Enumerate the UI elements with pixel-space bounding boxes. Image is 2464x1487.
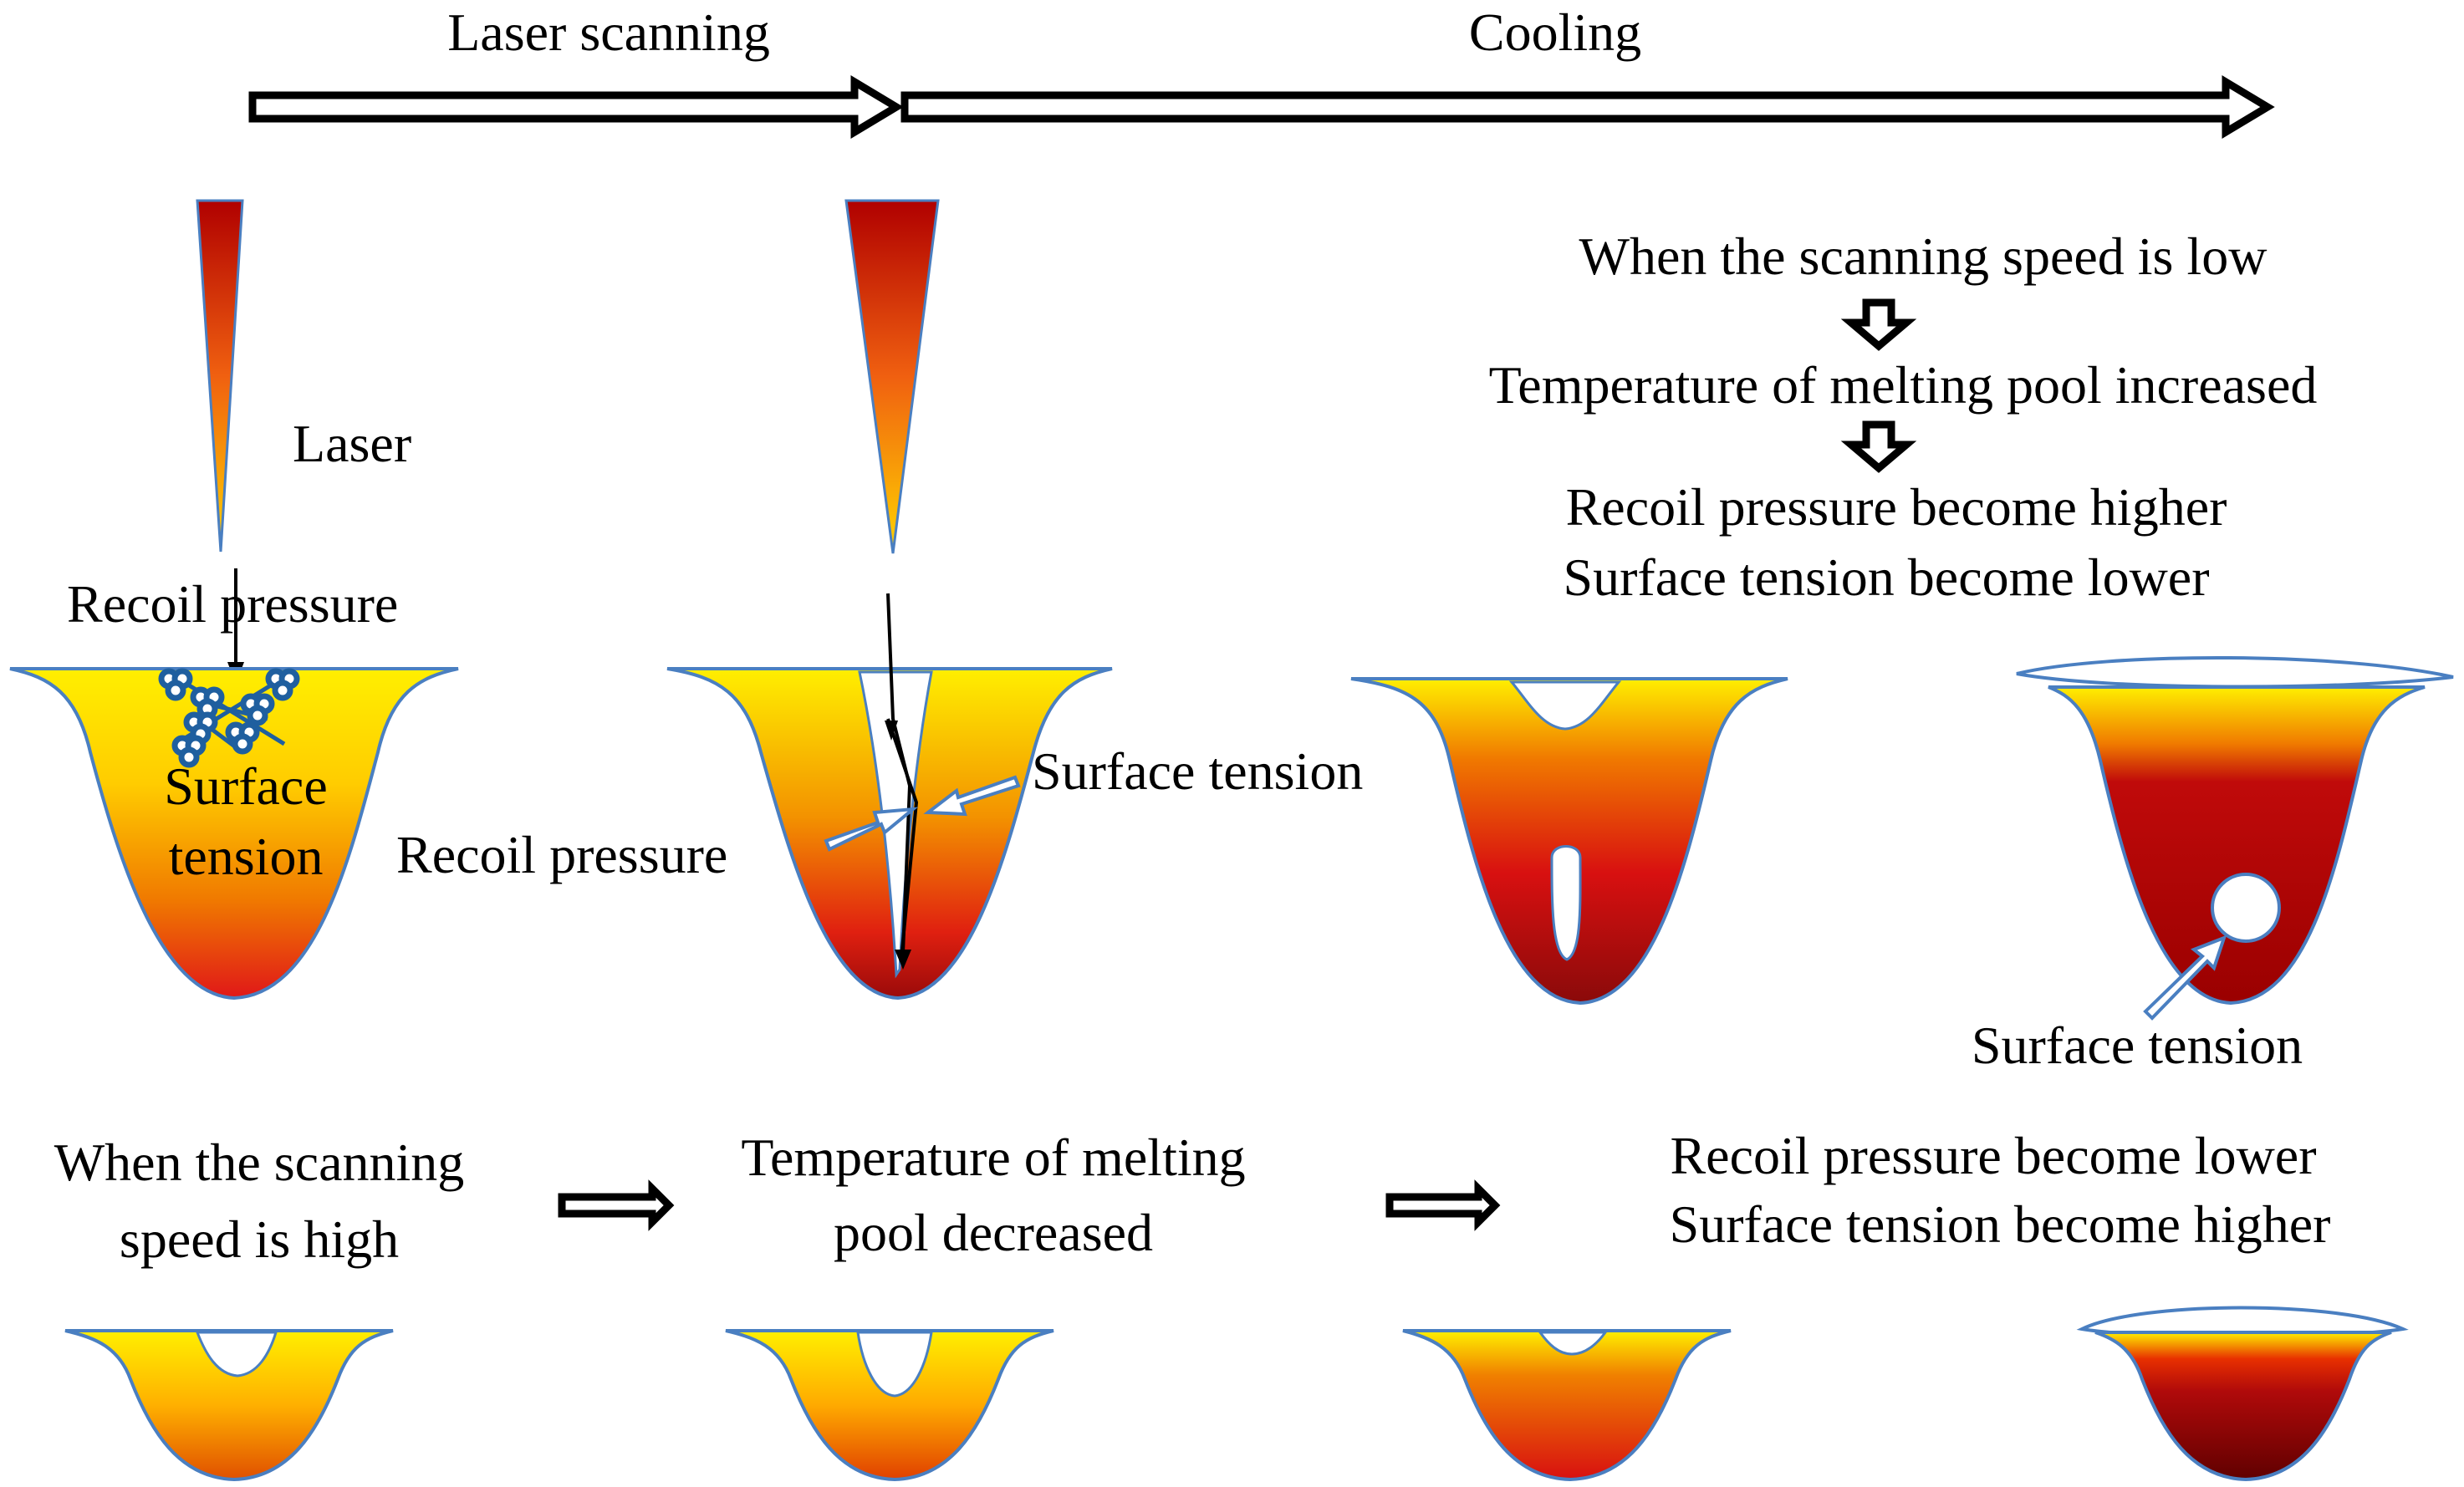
recoil-pressure-label-2: Recoil pressure — [396, 825, 727, 884]
panel-2-keyhole-forming: Surface tension Recoil pressure — [396, 199, 1363, 1001]
recoil-path-2 — [886, 718, 919, 959]
right-arrow-icon — [1385, 1179, 1501, 1231]
melt-pool-1 — [9, 667, 459, 1001]
small-pool-1 — [64, 1329, 394, 1482]
surface-tension-hollow-arrow — [923, 775, 1021, 817]
high-speed-chain: When the scanning speed is high Temperat… — [54, 1126, 2331, 1269]
low-speed-temperature: Temperature of melting pool increased — [1489, 355, 2318, 415]
small-pool-3 — [1402, 1329, 1732, 1482]
solidified-bump — [2016, 655, 2454, 689]
trapped-keyhole-pore — [1550, 845, 1582, 961]
recoil-pressure-label-1: Recoil pressure — [67, 574, 398, 634]
recoil-arrowhead-2b — [895, 950, 911, 970]
spherical-pore — [2211, 873, 2281, 943]
laser-beam-1 — [196, 199, 244, 553]
cooling-label: Cooling — [1469, 3, 1641, 62]
low-speed-condition: When the scanning speed is low — [1579, 227, 2268, 286]
high-speed-temperature-2: pool decreased — [834, 1203, 1153, 1262]
surface-tension-label-1a: Surface — [164, 756, 327, 816]
high-speed-condition-2: speed is high — [120, 1209, 399, 1269]
high-speed-recoil: Recoil pressure become lower — [1670, 1126, 2316, 1185]
high-speed-condition-1: When the scanning — [54, 1133, 465, 1192]
small-pool-4 — [2076, 1306, 2409, 1482]
low-speed-recoil: Recoil pressure become higher — [1566, 477, 2227, 537]
low-speed-chain: When the scanning speed is low Temperatu… — [1489, 227, 2318, 607]
pore-surface-tension-label: Surface tension — [1972, 1016, 2303, 1075]
panel-4-spherical-pore: Surface tension — [1972, 655, 2454, 1075]
panel-3-keyhole-collapse — [1350, 677, 1788, 1006]
low-speed-surface: Surface tension become lower — [1563, 547, 2209, 607]
high-speed-surface: Surface tension become higher — [1670, 1194, 2331, 1254]
laser-label: Laser — [293, 414, 411, 473]
recoil-pressure-hollow-arrow — [824, 807, 919, 852]
surface-depression — [1508, 680, 1622, 731]
melt-pool-3 — [1350, 677, 1788, 1006]
surface-tension-molecules — [161, 671, 297, 765]
recoil-path — [886, 593, 912, 954]
small-pool-2 — [725, 1329, 1054, 1482]
melt-pool-4 — [2048, 685, 2426, 1006]
pore-surface-tension-hollow-arrow — [2143, 934, 2227, 1021]
down-arrow-icon — [1840, 420, 1917, 473]
surface-tension-label-1b: tension — [169, 827, 324, 886]
high-speed-temperature-1: Temperature of melting — [741, 1128, 1245, 1187]
right-arrow-icon — [558, 1179, 675, 1231]
recoil-arrowhead-2a — [885, 721, 898, 741]
laser-scanning-label: Laser scanning — [447, 3, 770, 62]
down-arrow-icon — [1840, 298, 1917, 351]
surface-tension-label-2: Surface tension — [1032, 741, 1363, 801]
panel-1-melt-pool-initial: Laser Recoil pressure Surface tension — [9, 199, 459, 1001]
laser-scanning-arrow — [248, 75, 904, 139]
laser-beam-2 — [844, 199, 940, 554]
cooling-arrow — [900, 75, 2275, 139]
